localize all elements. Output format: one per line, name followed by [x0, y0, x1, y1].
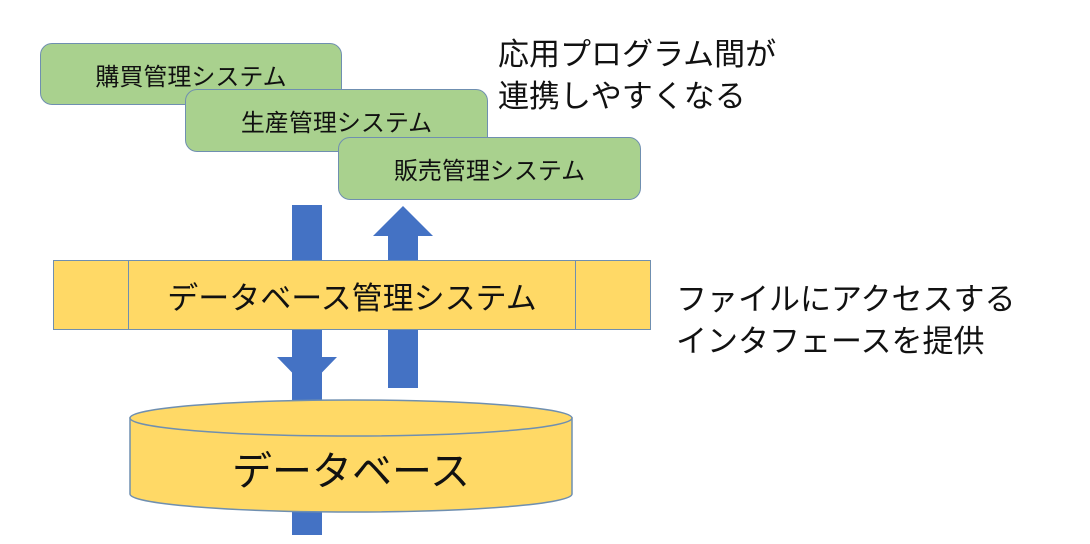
app-note-line-2: 連携しやすくなる — [498, 79, 746, 115]
dbms-label: データベース管理システム — [167, 280, 537, 317]
dbms-note-line-2: インタフェースを提供 — [676, 324, 985, 360]
dbms-bar: データベース管理システム — [53, 260, 651, 330]
database-label: データベース — [232, 449, 470, 495]
dbms-note-line-1: ファイルにアクセスする — [676, 282, 1016, 318]
dbms-divider-right — [575, 261, 576, 329]
production-system-label: 生産管理システム — [240, 109, 433, 137]
purchasing-system-label: 購買管理システム — [95, 62, 287, 91]
app-note-line-1: 応用プログラム間が — [498, 37, 777, 73]
dbms-note: ファイルにアクセスする インタフェースを提供 — [676, 279, 1015, 363]
sales-system-label: 販売管理システム — [393, 157, 586, 185]
database-cylinder — [129, 399, 573, 513]
down-arrow-head — [277, 357, 337, 388]
app-note: 応用プログラム間が 連携しやすくなる — [498, 34, 776, 118]
sales-system-box: 販売管理システム — [338, 137, 641, 200]
up-arrow-head — [373, 206, 433, 236]
dbms-divider-left — [128, 261, 129, 329]
